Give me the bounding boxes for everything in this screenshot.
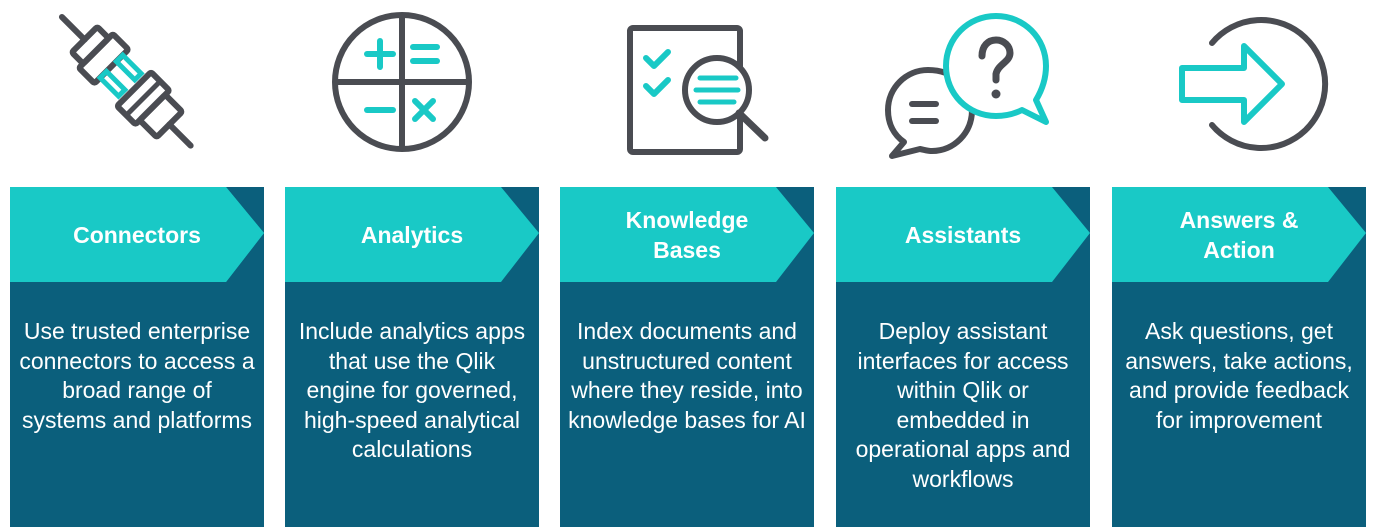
step-title: Assistants [904,221,1022,248]
arrow-circle-icon [1179,17,1329,151]
step-description: Ask questions, get answers, take actions… [1125,318,1353,433]
step-description: Use trusted enterprise connectors to acc… [19,318,255,433]
step-title: Knowledge Bases [625,206,749,263]
step-title: Connectors [73,221,201,248]
step-description: Index documents and unstructured content… [568,318,806,433]
step-analytics: Analytics Include analytics apps that us… [285,0,561,527]
chat-question-icon [885,13,1049,159]
step-title: Analytics [360,221,464,248]
document-search-icon [627,25,769,155]
step-answers-action: Answers & Action Ask questions, get answ… [1112,0,1373,527]
calculator-symbols-icon [332,12,472,152]
step-assistants: Assistants Deploy assistant interfaces f… [836,0,1112,527]
step-knowledge-bases: Knowledge Bases Index documents and unst… [560,0,836,527]
plug-connector-icon [58,13,194,149]
step-title: Answers & Action [1179,206,1299,263]
step-description: Include analytics apps that use the Qlik… [298,318,526,462]
step-description: Deploy assistant interfaces for access w… [855,318,1071,492]
step-connectors: Connectors Use trusted enterprise connec… [10,0,286,527]
